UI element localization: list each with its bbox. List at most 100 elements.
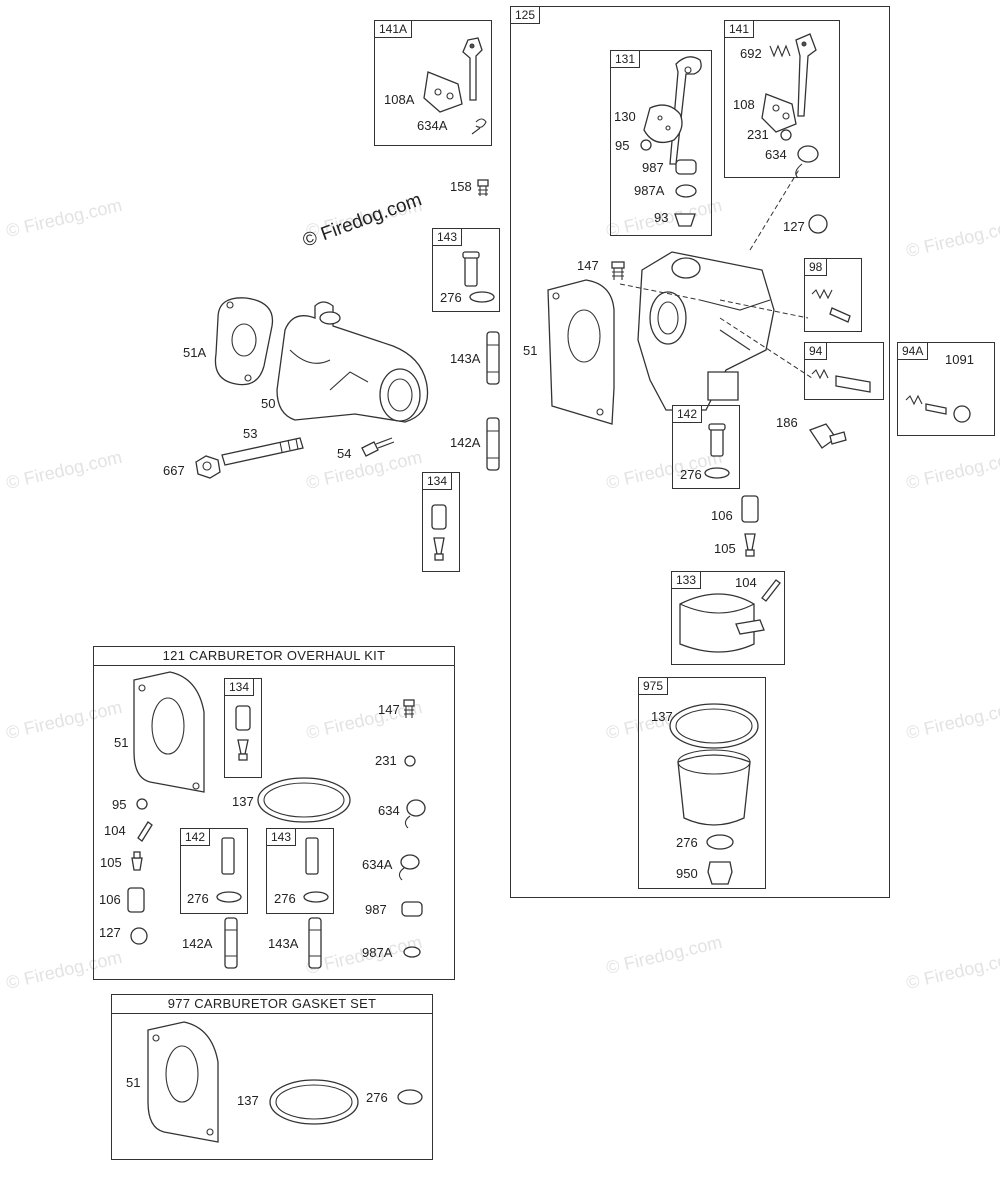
- part-label: 987: [365, 902, 387, 917]
- idle-jet-94A: [905, 394, 971, 423]
- kit-box-134: 134: [224, 678, 262, 778]
- screw-231: [780, 129, 792, 141]
- intake-elbow-50: [276, 301, 429, 423]
- set-o-ring-137: [269, 1079, 359, 1125]
- set-gasket-51: [147, 1021, 219, 1143]
- box-tag: 131: [610, 50, 641, 68]
- box-tag: 141A: [374, 20, 413, 38]
- part-label: 147: [577, 258, 599, 273]
- box-tag: 94A: [897, 342, 929, 360]
- gasket-51A: [214, 297, 274, 386]
- kit-needle-105: [131, 851, 143, 871]
- part-label: 950: [676, 866, 698, 881]
- box-tag: 94: [804, 342, 828, 360]
- part-label: 987A: [634, 183, 665, 198]
- part-label: 127: [99, 925, 121, 940]
- kit-tube-142A: [224, 917, 238, 969]
- box-tag: 143: [432, 228, 463, 246]
- part-label: 143A: [450, 351, 481, 366]
- throttle-shaft-part: [462, 37, 483, 101]
- kit-title: 121 CARBURETOR OVERHAUL KIT: [94, 647, 454, 666]
- part-label: 106: [711, 508, 733, 523]
- box-tag: 125: [510, 6, 541, 24]
- emulsion-tube-142: [704, 423, 730, 479]
- part-label: 147: [378, 702, 400, 717]
- part-label: 276: [440, 290, 462, 305]
- box-975: 975: [638, 677, 766, 889]
- kit-pin-104: [137, 821, 153, 842]
- bowl-screw-950: [707, 861, 733, 885]
- box-143: 143: [432, 228, 500, 312]
- box-tag: 975: [638, 677, 669, 695]
- cap-127: [808, 214, 828, 234]
- nut-667: [195, 455, 221, 479]
- part-label: 276: [187, 891, 209, 906]
- part-label: 987A: [362, 945, 393, 960]
- part-label: 276: [366, 1090, 388, 1105]
- part-label: 130: [614, 109, 636, 124]
- kit-needle-seat-134: [235, 705, 251, 761]
- part-label: 231: [375, 753, 397, 768]
- throttle-shaft-141: [795, 33, 817, 117]
- part-label: 634A: [362, 857, 393, 872]
- part-label: 137: [237, 1093, 259, 1108]
- part-label: 692: [740, 46, 762, 61]
- spring-part: [471, 118, 487, 135]
- part-label: 127: [783, 219, 805, 234]
- kit-gasket-51: [133, 671, 205, 793]
- box-142: 142: [672, 405, 740, 489]
- kit-cap-127: [130, 927, 148, 945]
- box-133: 133: [671, 571, 785, 665]
- screw-158: [477, 179, 489, 196]
- box-94: 94: [804, 342, 884, 400]
- part-label: 95: [112, 797, 127, 812]
- kit-box-143: 143: [266, 828, 334, 914]
- emulsion-tube-142A: [486, 417, 500, 471]
- box-141A: 141A: [374, 20, 492, 146]
- choke-plate-130: [643, 104, 683, 144]
- part-label: 93: [654, 210, 669, 225]
- kit-o-ring-137: [257, 777, 351, 823]
- box-tag: 141: [724, 20, 755, 38]
- box-tag: 142: [180, 828, 211, 846]
- throttle-plate-part: [423, 71, 463, 113]
- part-label: 53: [243, 426, 258, 441]
- part-label: 137: [232, 794, 254, 809]
- float-bowl: [677, 749, 751, 826]
- kit-tube-143A: [308, 917, 322, 969]
- part-label: 1091: [945, 352, 974, 367]
- spacer-987: [675, 159, 697, 175]
- part-label: 231: [747, 127, 769, 142]
- part-label: 667: [163, 463, 185, 478]
- box-tag: 142: [672, 405, 703, 423]
- part-label: 104: [104, 823, 126, 838]
- kit-spring-634A: [398, 854, 420, 881]
- needle-seat-134: [431, 504, 447, 561]
- box-tag: 134: [224, 678, 255, 696]
- spring-692: [769, 44, 791, 58]
- box-125: 125: [510, 6, 890, 898]
- box-134: 134: [422, 472, 460, 572]
- carburetor-body: [637, 251, 775, 411]
- idle-jet-94: [811, 368, 871, 393]
- set-washer-276: [397, 1089, 423, 1105]
- part-label: 276: [274, 891, 296, 906]
- part-label: 54: [337, 446, 352, 461]
- fitting-186: [809, 423, 847, 449]
- kit-emulsion-tube-142: [216, 837, 242, 903]
- part-label: 142A: [450, 435, 481, 450]
- box-tag: 133: [671, 571, 702, 589]
- part-label: 276: [676, 835, 698, 850]
- part-label: 158: [450, 179, 472, 194]
- emulsion-tube-143A: [486, 331, 500, 385]
- box-94A: 94A: [897, 342, 995, 436]
- part-label: 137: [651, 709, 673, 724]
- part-label: 51: [523, 343, 538, 358]
- box-tag: 98: [804, 258, 828, 276]
- kit-seat-106: [127, 887, 145, 913]
- part-label: 105: [714, 541, 736, 556]
- needle-seat-106: [741, 495, 759, 523]
- cap-93: [674, 213, 696, 227]
